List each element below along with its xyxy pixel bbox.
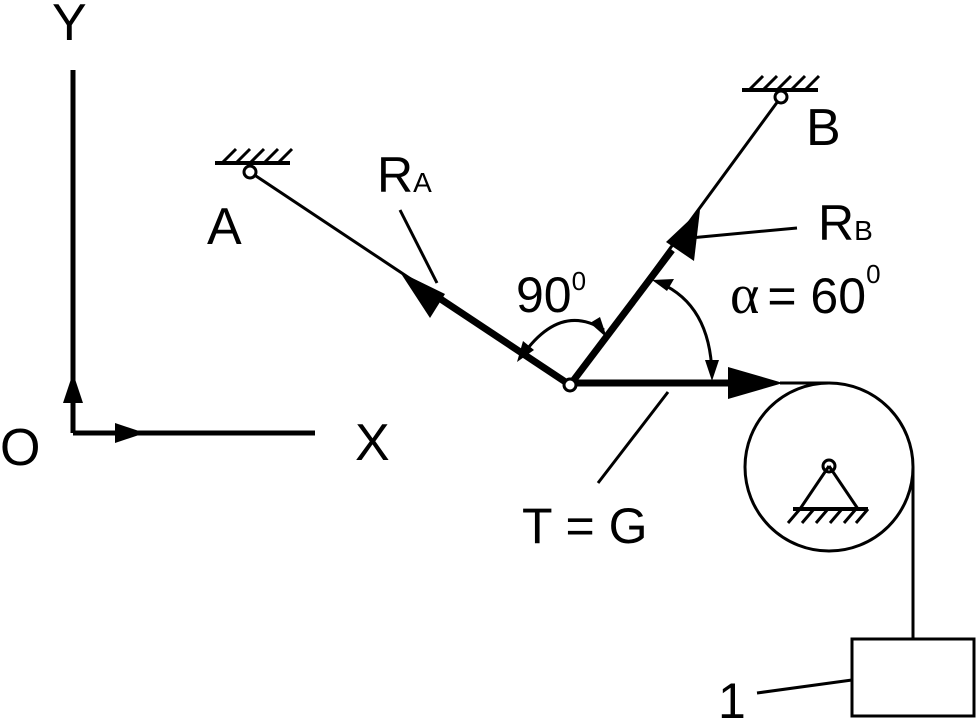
angle-90-degree: 0 [572,266,586,296]
load-leader [756,678,853,695]
force-rb-leader [689,226,798,240]
pulley-support-hatching [786,508,870,524]
origin-label: O [0,419,40,477]
force-ra-shaft [428,289,572,388]
angle-90-arrow-left [517,341,534,362]
joint-node [562,377,578,393]
angle-alpha-arc [659,281,714,375]
support-a-hatching [220,147,294,165]
angle-alpha-label: α= 600 [730,259,881,326]
coordinate-axes: Y X O [0,0,390,477]
load-block [850,637,976,718]
angle-alpha: α= 600 [652,259,881,381]
angle-alpha-symbol: α [730,264,759,326]
force-ra-label: RA [377,147,432,203]
load-label: 1 [718,673,746,722]
pulley-support-left [798,465,831,510]
point-b-label: B [806,99,841,157]
angle-90-arrow-right [590,317,607,338]
x-unit-arrow [115,423,145,443]
force-t-arrowhead [728,367,783,399]
x-axis-label: X [355,414,390,472]
pulley-support-right [827,465,860,510]
force-ra-arrowhead [400,272,445,318]
force-rb-label: RB [818,195,873,251]
angle-alpha-value: = 60 [767,268,866,324]
force-rb: RB [567,195,873,388]
point-a-label: A [207,198,242,256]
y-axis-label: Y [52,0,87,52]
y-unit-arrow [63,373,83,403]
pulley [743,381,915,553]
support-a: A [207,147,294,256]
pin-b [773,89,789,105]
force-rb-shaft [567,247,675,388]
force-ra-subscript: A [413,167,432,198]
force-ra: RA [377,147,572,388]
force-ra-leader [398,209,439,284]
pin-a [242,164,258,180]
force-rb-subscript: B [854,215,873,246]
angle-90-value: 90 [516,267,572,323]
force-rb-main: R [818,195,854,251]
angle-90-label: 900 [516,266,586,323]
force-t: T = G [522,367,828,554]
support-b-hatching [747,74,821,92]
angle-alpha-arrow-top [652,279,674,291]
force-ra-main: R [377,147,413,203]
angle-90: 900 [516,266,607,362]
angle-alpha-arrow-bottom [705,360,719,381]
force-t-label: T = G [522,498,648,554]
angle-alpha-degree: 0 [866,259,880,289]
force-t-leader [596,391,670,484]
force-rb-arrowhead [666,210,700,261]
support-b: B [742,74,841,157]
